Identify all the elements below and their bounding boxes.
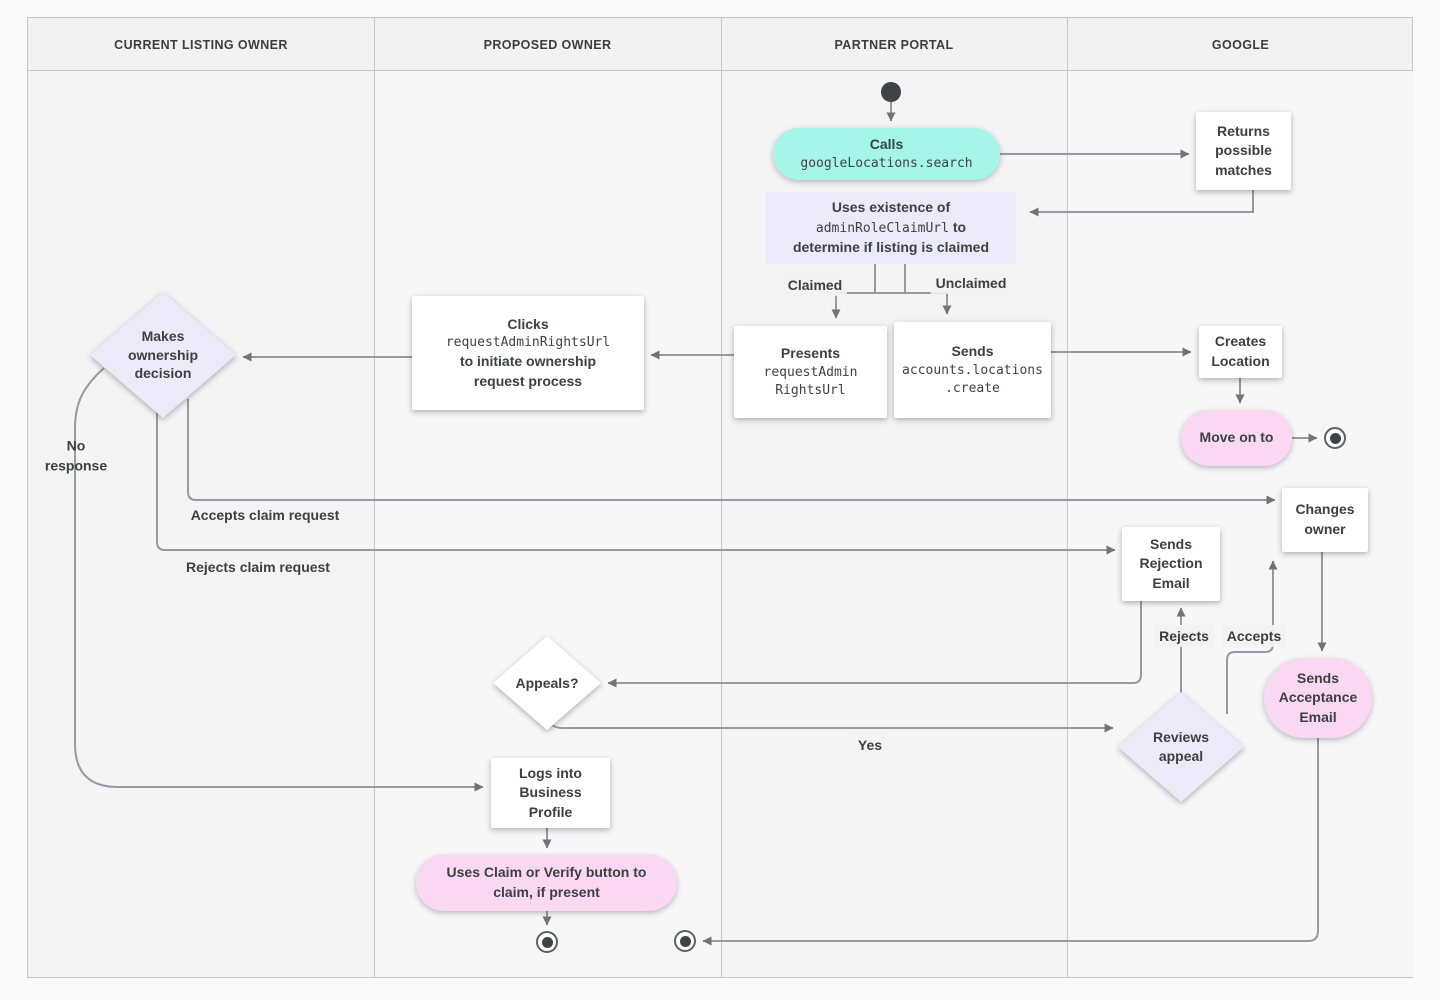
node-text: Sends Acceptance Email xyxy=(1278,669,1358,725)
node-presents-requestadminrightsurl: Presents requestAdmin RightsUrl xyxy=(734,326,887,418)
node-sends-accounts-locations-create: Sends accounts.locations .create xyxy=(894,322,1051,418)
edge-label-accepts-claim-request: Accepts claim request xyxy=(190,506,340,523)
edge-label-claimed: Claimed xyxy=(782,273,848,297)
edge-label-rejects: Rejects xyxy=(1154,624,1214,648)
node-line3: determine if listing is claimed xyxy=(792,239,990,256)
node-text: Returns possible matches xyxy=(1215,122,1272,178)
node-code: googleLocations.search xyxy=(800,155,973,171)
edge-returns-to-uses xyxy=(1029,190,1254,217)
end-node-google xyxy=(1324,427,1346,449)
edge-label-accepts: Accepts xyxy=(1221,624,1287,648)
node-title: Presents xyxy=(780,345,841,362)
start-node xyxy=(881,82,901,102)
lane-divider-2 xyxy=(721,18,722,977)
edge-acceptance-to-end2 xyxy=(702,738,1319,946)
end-node-dot xyxy=(679,935,691,947)
decision-appeals: Appeals? xyxy=(493,636,601,730)
end-node-proposed-owner xyxy=(536,931,558,953)
edge-rejects-claim xyxy=(156,409,1116,555)
node-calls-googlelocations-search: Calls googleLocations.search xyxy=(773,128,1000,180)
edge-no-response xyxy=(74,367,484,792)
node-text: Changes owner xyxy=(1295,501,1355,537)
node-code: requestAdminRightsUrl xyxy=(445,335,611,351)
edge-label-no-response: No response xyxy=(44,437,108,474)
lane-divider-3 xyxy=(1067,18,1068,977)
end-node-partner-portal xyxy=(674,930,696,952)
end-node-dot xyxy=(541,936,553,948)
lane-header-current-listing-owner: CURRENT LISTING OWNER xyxy=(114,37,288,52)
node-returns-possible-matches: Returns possible matches xyxy=(1196,112,1291,190)
node-creates-location: Creates Location xyxy=(1199,326,1282,378)
lane-divider-1 xyxy=(374,18,375,977)
edge-reviews-accepts-up xyxy=(1226,560,1278,714)
node-code: requestAdmin RightsUrl xyxy=(763,364,858,398)
edge-appeals-yes-to-reviews xyxy=(548,721,1114,733)
node-changes-owner: Changes owner xyxy=(1282,488,1368,552)
node-line2: adminRoleClaimUrl to xyxy=(816,218,966,238)
decision-makes-ownership: Makes ownership decision xyxy=(90,292,236,418)
node-text: Sends Rejection Email xyxy=(1139,535,1203,591)
edge-label-unclaimed: Unclaimed xyxy=(930,271,1012,295)
node-code: accounts.locations .create xyxy=(902,362,1043,396)
node-sends-acceptance-email: Sends Acceptance Email xyxy=(1264,658,1372,738)
node-uses-existence-adminroleclaimurl: Uses existence of adminRoleClaimUrl to d… xyxy=(766,192,1016,264)
decision-diamond: Reviews appeal xyxy=(1118,692,1244,802)
decision-reviews-appeal: Reviews appeal xyxy=(1118,692,1244,802)
node-text: Logs into Business Profile xyxy=(519,764,582,820)
node-title: Calls xyxy=(869,136,904,153)
node-line1: Uses existence of xyxy=(831,199,951,216)
node-title: Clicks xyxy=(507,315,549,332)
node-text: Creates Location xyxy=(1211,333,1270,369)
lane-header-google: GOOGLE xyxy=(1211,37,1270,52)
lane-current-listing-owner xyxy=(28,71,374,977)
lane-header-partner-portal: PARTNER PORTAL xyxy=(834,37,954,52)
node-code: adminRoleClaimUrl xyxy=(815,220,949,236)
decision-diamond: Appeals? xyxy=(493,636,601,730)
node-logs-into-business-profile: Logs into Business Profile xyxy=(491,758,610,828)
edge-rejection-to-appeals xyxy=(607,601,1142,688)
node-title: Sends xyxy=(951,343,994,360)
node-sends-rejection-email: Sends Rejection Email xyxy=(1122,527,1220,601)
decision-text: Appeals? xyxy=(515,674,579,691)
decision-text: Makes ownership decision xyxy=(127,327,198,382)
decision-text: Reviews appeal xyxy=(1152,729,1210,764)
edge-accepts-claim xyxy=(187,399,1276,505)
lane-header-proposed-owner: PROPOSED OWNER xyxy=(483,37,612,52)
node-text: Uses Claim or Verify button to claim, if… xyxy=(446,864,647,900)
node-rest: to initiate ownership request process xyxy=(459,353,597,389)
node-move-on-to: Move on to xyxy=(1181,410,1292,466)
node-uses-claim-or-verify: Uses Claim or Verify button to claim, if… xyxy=(416,855,677,911)
node-clicks-requestadminrightsurl: Clicks requestAdminRightsUrl to initiate… xyxy=(412,296,644,410)
edge-label-rejects-claim-request: Rejects claim request xyxy=(186,558,330,575)
end-node-dot xyxy=(1329,432,1341,444)
node-text: Move on to xyxy=(1199,429,1274,446)
lane-header-row: CURRENT LISTING OWNER PROPOSED OWNER PAR… xyxy=(28,18,1412,71)
node-line2-suffix: to xyxy=(948,218,967,235)
decision-diamond: Makes ownership decision xyxy=(90,292,236,418)
edge-label-yes: Yes xyxy=(852,733,888,757)
